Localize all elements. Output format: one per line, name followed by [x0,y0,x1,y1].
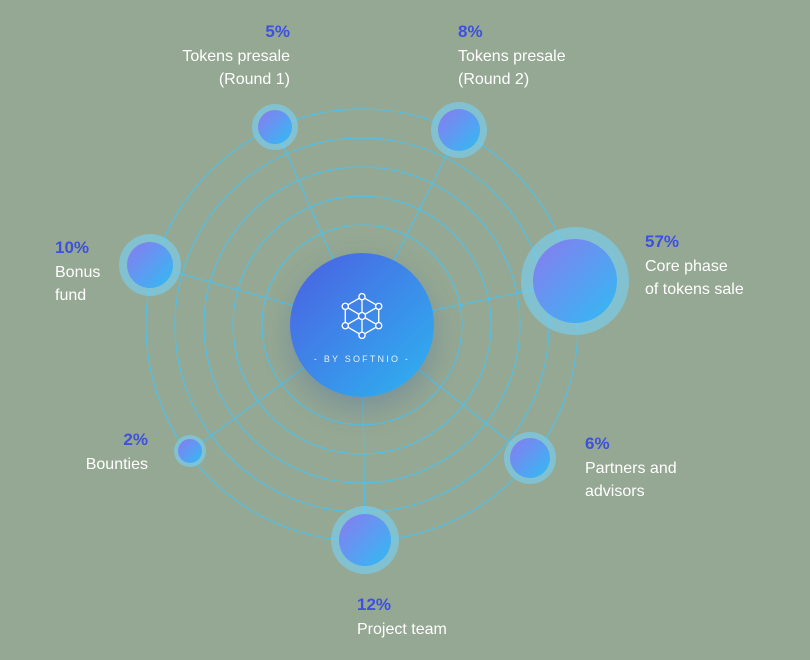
node-bonus-fund [119,234,181,296]
percent-value: 2% [123,430,148,449]
node-core [533,239,617,323]
node-tokens-presale-round-2 [431,102,487,158]
node-core [178,439,202,463]
label-line: fund [55,287,87,304]
node-tokens-presale-round-1 [252,104,298,150]
orbit-ring [261,224,463,426]
percent-value: 6% [585,434,610,453]
hexagon-network-icon [341,292,383,339]
label-line: Tokens presale [182,48,290,65]
label-line: (Round 1) [218,71,290,88]
label-line: Tokens presale [458,48,566,65]
percent-value: 5% [265,22,290,41]
node-core [127,242,173,288]
center-logo-circle: - BY SOFTNIO - [290,253,434,397]
percent-value: 10% [55,238,90,257]
node-core [510,438,550,478]
label-project-team: 12% Project team [357,593,447,641]
label-tokens-presale-round-1: 5% Tokens presale (Round 1) [182,20,290,91]
label-line: (Round 2) [458,71,530,88]
label-bonus-fund: 10% Bonus fund [55,236,100,307]
label-line: Bounties [85,456,148,473]
node-core [258,110,292,144]
label-line: Project team [357,621,447,638]
label-bounties: 2% Bounties [86,428,148,476]
node-core [438,109,480,151]
node-core-phase [521,227,629,335]
label-line: Core phase [645,258,728,275]
node-partners-and-advisors [504,432,556,484]
label-line: Partners and [585,460,677,477]
node-core [339,514,391,566]
orbit-ring [232,195,492,455]
label-line: of tokens sale [645,281,744,298]
node-project-team [331,506,399,574]
brand-text: - BY SOFTNIO - [313,353,411,364]
percent-value: 57% [645,232,680,251]
label-line: advisors [585,483,645,500]
percent-value: 12% [357,595,392,614]
node-bounties [174,435,206,467]
label-tokens-presale-round-2: 8% Tokens presale (Round 2) [458,20,566,91]
percent-value: 8% [458,22,483,41]
label-partners-and-advisors: 6% Partners and advisors [585,432,677,503]
label-line: Bonus [55,264,101,281]
label-core-phase: 57% Core phase of tokens sale [645,230,744,301]
orbit-ring [203,166,521,484]
